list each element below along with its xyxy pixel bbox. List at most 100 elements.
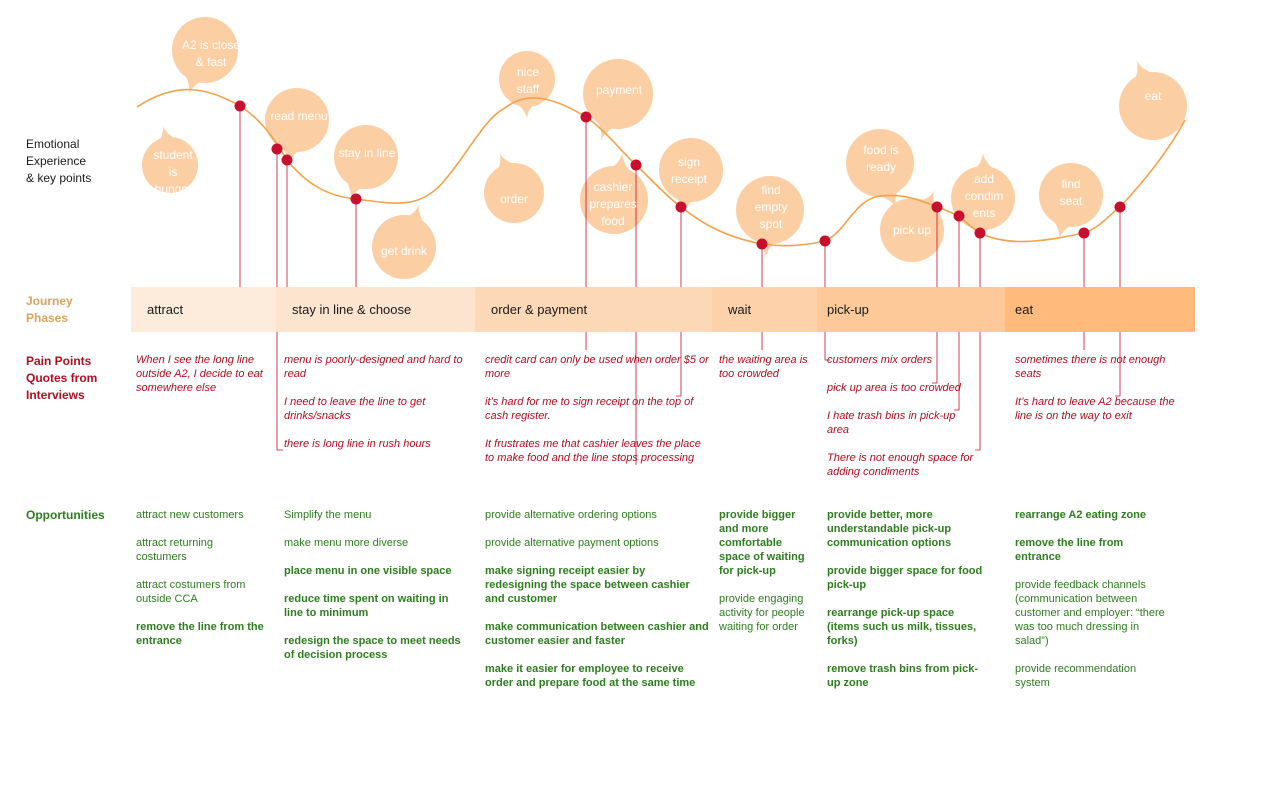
pain-col-wait: the waiting area is too crowded xyxy=(719,353,814,395)
bubble-tail xyxy=(895,189,944,231)
connector-line xyxy=(1115,207,1121,397)
opportunity-item: place menu in one visible space xyxy=(284,565,452,577)
key-point-dot xyxy=(234,100,246,112)
bubble-line: stay in line xyxy=(338,146,396,160)
bubble-line: get drink xyxy=(380,244,428,258)
bubble-tail xyxy=(858,168,914,210)
journey-phases-label: Journey Phases xyxy=(26,294,73,325)
bubble-line: receipt xyxy=(670,172,708,186)
speech-bubble xyxy=(736,176,804,260)
phase-label: wait xyxy=(728,302,752,317)
key-point-dot xyxy=(350,193,362,205)
bubble-tail xyxy=(383,203,436,242)
opportunity-item: provide recommendation system xyxy=(1015,663,1137,689)
emotional-experience-label: Emotional Experience & key points xyxy=(26,137,92,185)
phase-attract: attract xyxy=(131,287,276,332)
pain-quote: it’s hard for me to sign receipt on the … xyxy=(485,396,694,422)
opp-col-pickup: provide better, more understandable pick… xyxy=(827,508,987,704)
bubble-label: read menu xyxy=(262,108,336,125)
opportunity-item: remove trash bins from pick-up zone xyxy=(827,663,978,689)
phase-eat: eat xyxy=(1005,287,1195,332)
connector-line xyxy=(954,216,960,411)
phase-pick-up: pick-up xyxy=(817,287,1005,332)
bubble-tail xyxy=(1119,59,1175,101)
dots-layer xyxy=(234,100,1126,250)
opportunity-item: provide better, more understandable pick… xyxy=(827,509,952,549)
bubble-line: payment xyxy=(595,83,643,97)
opportunity-item: attract returning costumers xyxy=(136,537,214,563)
key-point-dot xyxy=(271,143,283,155)
opp-col-stay: Simplify the menu make menu more diverse… xyxy=(284,508,464,676)
bubble-tail xyxy=(583,99,641,142)
speech-bubble xyxy=(484,152,544,223)
speech-bubble xyxy=(172,17,238,95)
key-point-dot xyxy=(819,235,831,247)
bubble-label: get drink xyxy=(368,243,440,260)
speech-bubble xyxy=(880,189,944,262)
connector-line xyxy=(676,207,682,397)
bubble-line: sign xyxy=(677,155,700,169)
opportunity-item: make signing receipt easier by redesigni… xyxy=(485,565,690,605)
bubble-line: find xyxy=(1061,177,1081,191)
opp-col-eat: rearrange A2 eating zone remove the line… xyxy=(1015,508,1165,704)
opp-col-wait: provide bigger and more comfortable spac… xyxy=(719,508,814,648)
speech-bubble xyxy=(659,138,723,216)
bubble-tail xyxy=(484,152,534,188)
bubble-tail xyxy=(587,151,646,189)
bubble-line: order xyxy=(499,192,528,206)
bubble-tail xyxy=(502,92,552,120)
pain-quote: credit card can only be used when order … xyxy=(485,354,709,380)
bubble-label: sign receipt xyxy=(656,154,722,188)
opportunity-item: reduce time spent on waiting in line to … xyxy=(284,593,449,619)
connector-line xyxy=(824,241,830,361)
bubble-tail xyxy=(1040,203,1094,240)
bubble-label: order xyxy=(484,191,544,208)
key-point-dot xyxy=(281,154,293,166)
opportunity-item: provide alternative payment options xyxy=(485,537,659,549)
pain-quote: customers mix orders xyxy=(827,354,933,366)
bubble-line: cashier xyxy=(593,180,633,194)
phase-label: stay in line & choose xyxy=(292,302,412,317)
bubble-line: eat xyxy=(1144,89,1162,103)
opp-col-order: provide alternative ordering options pro… xyxy=(485,508,710,704)
bubble-line: ready xyxy=(865,160,897,174)
pain-quote: pick up area is too crowded xyxy=(827,382,961,394)
phase-wait: wait xyxy=(712,287,817,332)
emotion-curve xyxy=(136,88,1186,247)
pain-points-label: Pain Points Quotes from Interviews xyxy=(26,354,98,402)
key-point-dot xyxy=(931,201,943,213)
opportunity-item: redesign the space to meet needs of deci… xyxy=(284,635,461,661)
bubble-tail xyxy=(955,151,1011,183)
speech-bubble xyxy=(334,125,398,201)
bubble-tail xyxy=(172,55,227,95)
opportunity-item: make communication between cashier and c… xyxy=(485,621,709,647)
bubble-tail xyxy=(660,180,716,216)
bubble-tail xyxy=(739,224,798,260)
speech-bubble xyxy=(583,59,653,142)
opportunity-item: make menu more diverse xyxy=(284,537,409,549)
speech-bubble xyxy=(846,129,914,210)
pain-quote: There is not enough space for adding con… xyxy=(827,452,974,478)
bubble-line: pick up xyxy=(892,223,932,237)
phase-stay-in-line: stay in line & choose xyxy=(276,287,475,332)
key-point-dot xyxy=(580,111,592,123)
speech-bubble xyxy=(499,51,555,120)
bubble-line: staff xyxy=(516,82,540,96)
bubble-line: add xyxy=(973,172,995,186)
opportunity-item: rearrange pick-up space (items such us m… xyxy=(827,607,977,647)
connector-line xyxy=(276,149,283,451)
key-point-dot xyxy=(675,201,687,213)
pain-col-order: credit card can only be used when order … xyxy=(485,353,710,479)
pain-quote: It’s hard to leave A2 because the line i… xyxy=(1015,396,1175,422)
pain-quote: It frustrates me that cashier leaves the… xyxy=(485,438,701,464)
speech-bubble xyxy=(951,151,1015,230)
speech-bubble xyxy=(580,151,648,234)
pain-quote: When I see the long line outside A2, I d… xyxy=(136,354,263,394)
bubble-tail xyxy=(334,162,387,201)
